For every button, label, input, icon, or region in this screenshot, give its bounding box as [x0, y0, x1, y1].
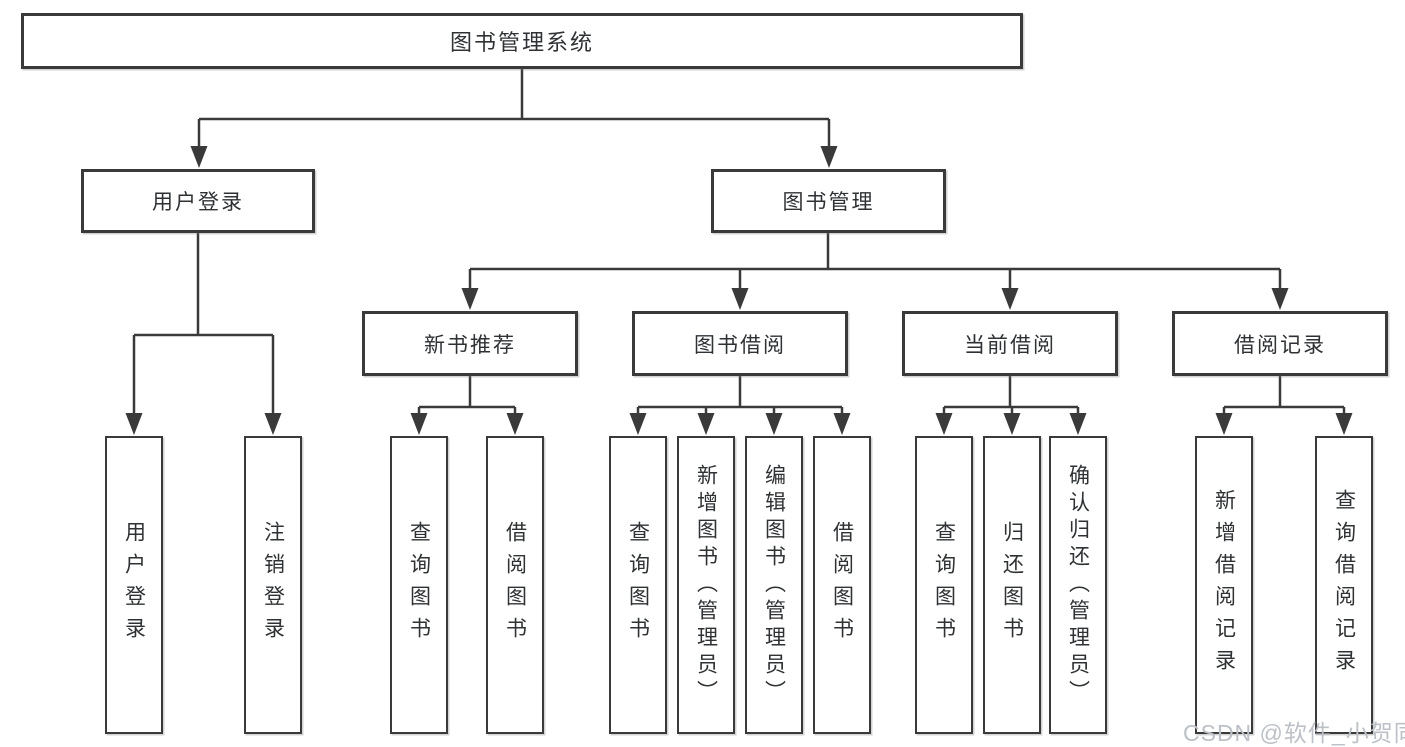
arrow-down-icon [264, 413, 282, 435]
node-book-borrow: 图书借阅 [632, 311, 848, 376]
arrow-down-icon [1335, 413, 1353, 435]
node-label: 注销登录 [261, 521, 285, 649]
node-label: 图书管理 [782, 191, 875, 214]
arrow-down-icon [697, 413, 715, 435]
node-user-login: 用户登录 [81, 169, 315, 233]
node-label: 新书推荐 [424, 333, 516, 357]
node-label: 借阅记录 [1234, 333, 1326, 357]
leaf-logout: 注销登录 [244, 436, 302, 734]
arrow-down-icon [506, 413, 524, 435]
arrow-down-icon [1001, 288, 1019, 310]
arrow-down-icon [833, 413, 851, 435]
arrowhead-icons [125, 146, 1353, 435]
node-label: 借阅图书 [503, 521, 527, 649]
node-label: 编辑图书（管理员） [762, 463, 786, 707]
arrow-down-icon [1215, 413, 1233, 435]
node-label: 查询图书 [932, 521, 956, 649]
node-label: 新增图书（管理员） [694, 463, 718, 707]
leaf-confirm-return-admin: 确认归还（管理员） [1049, 436, 1107, 734]
node-label: 查询借阅记录 [1332, 489, 1356, 681]
node-label: 新增借阅记录 [1212, 489, 1236, 681]
node-label: 确认归还（管理员） [1066, 463, 1090, 707]
leaf-edit-book-admin: 编辑图书（管理员） [745, 436, 803, 734]
connector-new-book [417, 376, 517, 414]
leaf-add-borrow-record: 新增借阅记录 [1195, 436, 1253, 734]
arrow-down-icon [190, 146, 208, 168]
arrow-down-icon [1271, 288, 1289, 310]
node-new-book-recommend: 新书推荐 [362, 311, 578, 376]
arrow-down-icon [125, 413, 143, 435]
arrow-down-icon [410, 413, 428, 435]
arrow-down-icon [1003, 413, 1021, 435]
leaf-query-book-3: 查询图书 [915, 436, 973, 734]
node-label: 归还图书 [1000, 521, 1024, 649]
leaf-borrow-book-2: 借阅图书 [813, 436, 871, 734]
node-label: 用户登录 [152, 191, 244, 214]
node-current-borrow: 当前借阅 [902, 311, 1118, 376]
csdn-watermark: CSDN @软件_小贺同学 [1183, 720, 1405, 746]
connector-borrow-record [1222, 376, 1346, 414]
node-label: 当前借阅 [964, 333, 1056, 357]
connector-user-login [132, 233, 275, 414]
node-label: 借阅图书 [830, 521, 854, 649]
node-label: 图书管理系统 [449, 30, 594, 55]
leaf-add-book-admin: 新增图书（管理员） [677, 436, 735, 734]
arrow-down-icon [820, 146, 838, 168]
connector-book-borrow [636, 376, 844, 414]
connector-current-borrow [942, 376, 1080, 414]
node-label: 图书借阅 [694, 333, 786, 357]
leaf-borrow-book-1: 借阅图书 [486, 436, 544, 734]
arrow-down-icon [629, 413, 647, 435]
arrow-down-icon [461, 288, 479, 310]
arrow-down-icon [1069, 413, 1087, 435]
connector-root [197, 69, 831, 150]
leaf-user-login: 用户登录 [105, 436, 163, 734]
connector-book-management [468, 233, 1282, 291]
arrow-down-icon [731, 288, 749, 310]
node-book-management: 图书管理 [711, 169, 946, 233]
node-label: 查询图书 [626, 521, 650, 649]
node-label: 查询图书 [407, 521, 431, 649]
leaf-query-book-1: 查询图书 [390, 436, 448, 734]
leaf-query-book-2: 查询图书 [609, 436, 667, 734]
arrow-down-icon [935, 413, 953, 435]
node-library-management-system: 图书管理系统 [21, 13, 1023, 69]
leaf-query-borrow-record: 查询借阅记录 [1315, 436, 1373, 734]
node-borrow-record: 借阅记录 [1172, 311, 1388, 376]
arrow-down-icon [765, 413, 783, 435]
node-label: 用户登录 [122, 521, 146, 649]
leaf-return-book: 归还图书 [983, 436, 1041, 734]
